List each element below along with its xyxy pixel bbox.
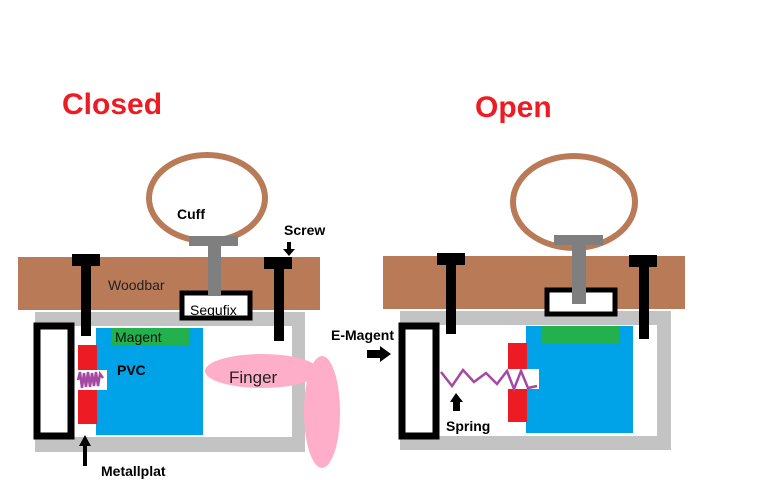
screw-head-left-closed [72, 254, 100, 266]
stem-shaft-closed [208, 246, 221, 296]
spring-extended [440, 367, 538, 393]
screw-head-right-open [629, 255, 657, 267]
screw-head-right-closed [264, 257, 292, 269]
arrow-emagent-icon [367, 346, 391, 362]
screw-shaft-right-open [639, 267, 649, 339]
label-woodbar: Woodbar [108, 277, 165, 293]
screw-shaft-left-open [446, 265, 456, 334]
magnet-strip-open [542, 326, 619, 343]
spring-compressed [76, 370, 104, 389]
pvc-block-open [526, 326, 633, 433]
label-segufix: Segufix [190, 302, 237, 318]
finger-horizontal [205, 354, 319, 388]
label-spring: Spring [446, 418, 490, 434]
stem-shaft-open [572, 245, 586, 304]
label-magent: Magent [115, 329, 162, 345]
finger-vertical [304, 356, 340, 468]
screw-head-left-open [437, 253, 465, 265]
stem-top-closed [189, 236, 238, 246]
magnet-strip-closed [112, 328, 189, 345]
cuff-ring-open [510, 153, 638, 251]
title-closed: Closed [62, 88, 162, 121]
stem-top-open [554, 235, 603, 245]
arrow-spring-icon [450, 393, 463, 411]
arrow-screw-icon [283, 242, 295, 256]
title-open: Open [475, 91, 552, 124]
label-metallplat: Metallplat [101, 463, 166, 479]
screw-shaft-left-closed [81, 266, 91, 336]
label-cuff: Cuff [177, 206, 205, 222]
electromagnet-closed [33, 322, 75, 440]
segufix-clip-closed [179, 290, 253, 321]
label-finger: Finger [229, 368, 278, 387]
pvc-block-closed [96, 328, 203, 435]
label-pvc: PVC [117, 362, 146, 378]
label-screw: Screw [284, 222, 325, 238]
cuff-ring-closed [146, 152, 268, 244]
arrow-metallplat-icon [79, 435, 91, 466]
screw-shaft-right-closed [274, 269, 284, 341]
electromagnet-open [398, 322, 440, 440]
label-emagent: E-Magent [331, 327, 394, 343]
